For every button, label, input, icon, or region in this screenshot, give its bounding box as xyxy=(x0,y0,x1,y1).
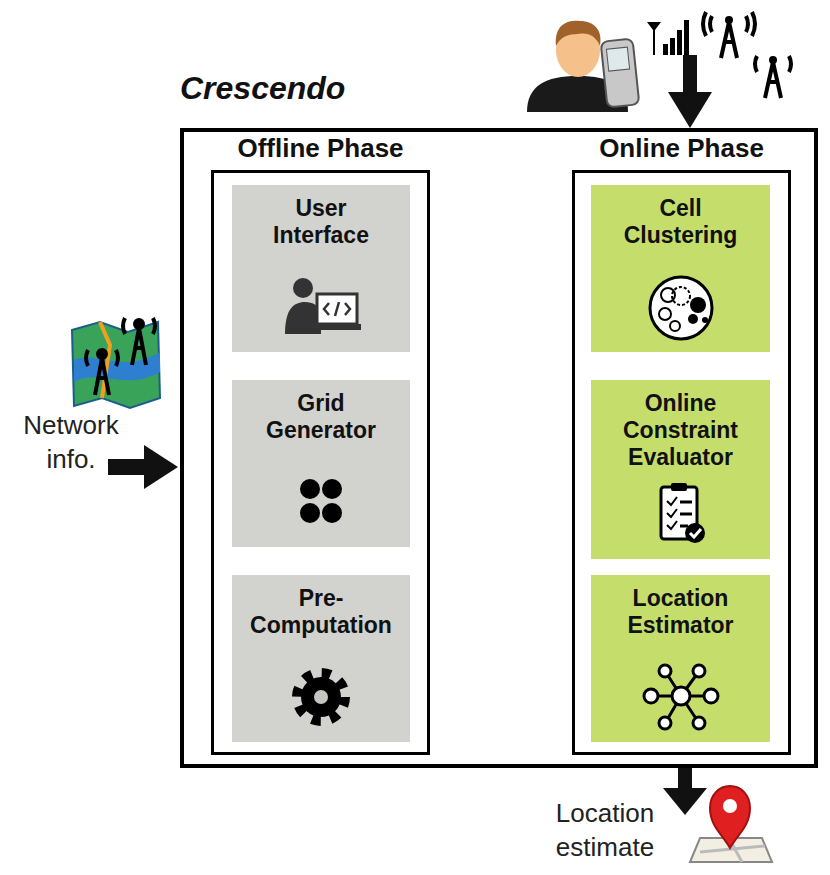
output-label: Location estimate xyxy=(532,796,678,864)
coder-icon xyxy=(281,272,361,342)
phase-heading: Online Phase xyxy=(555,133,808,164)
input-label: Network info. xyxy=(6,408,136,476)
box-label: Cell Clustering xyxy=(606,195,756,249)
system-title: Crescendo xyxy=(180,70,345,107)
box-label: Location Estimator xyxy=(606,585,756,639)
phase-heading: Offline Phase xyxy=(194,133,447,164)
user-phone-icon xyxy=(527,21,639,112)
box-label: Grid Generator xyxy=(246,390,396,444)
process-box: Pre- Computation xyxy=(232,575,410,742)
process-box: User Interface xyxy=(232,185,410,352)
process-box: Cell Clustering xyxy=(591,185,770,352)
box-label: Pre- Computation xyxy=(233,585,409,639)
process-box: Online Constraint Evaluator xyxy=(591,380,770,559)
network-icon xyxy=(641,662,721,732)
system-frame: CrescendoOffline PhaseUser InterfaceGrid… xyxy=(180,128,818,768)
output-arrow xyxy=(663,766,707,815)
grid-icon xyxy=(281,467,361,537)
network-map-icon xyxy=(72,318,160,408)
phase-box: Offline PhaseUser InterfaceGrid Generato… xyxy=(211,170,430,755)
clipboard-icon xyxy=(641,479,721,549)
gear-icon xyxy=(281,662,361,732)
cluster-icon xyxy=(641,272,721,342)
box-label: Online Constraint Evaluator xyxy=(593,390,769,471)
signal-icon xyxy=(647,12,791,98)
map-pin-icon xyxy=(690,786,772,862)
phone-input-arrow xyxy=(668,55,712,128)
process-box: Grid Generator xyxy=(232,380,410,547)
phase-box: Online PhaseCell ClusteringOnline Constr… xyxy=(572,170,791,755)
box-label: User Interface xyxy=(246,195,396,249)
process-box: Location Estimator xyxy=(591,575,770,742)
input-arrow xyxy=(108,445,178,489)
